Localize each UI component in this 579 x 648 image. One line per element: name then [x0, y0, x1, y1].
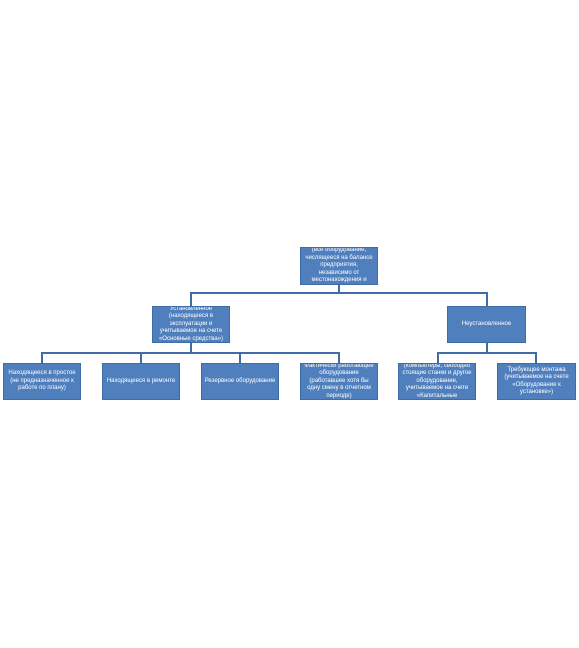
installed-node: Установленное (находящееся в эксплуатаци… [152, 306, 230, 343]
no-mounting-node-text: Не требующее монтажа (компьютеры, свобод… [402, 363, 472, 399]
root-node-text: Наличное оборудование (все оборудование,… [305, 247, 373, 284]
reserve-node: Резервное оборудование [201, 363, 279, 400]
connector-installed-children-bar [41, 352, 340, 354]
installed-node-text: Установленное (находящееся в эксплуатаци… [158, 306, 224, 342]
idle-node: Находящееся в простое (не предназначенно… [3, 363, 81, 400]
working-node-text: Фактически работающее оборудование (рабо… [304, 363, 374, 399]
connector-to-installed [190, 292, 192, 306]
connector-uninstalled-children-bar [437, 352, 537, 354]
connector-to-working [338, 352, 340, 363]
connector-to-mounting [535, 352, 537, 363]
connector-to-reserve [239, 352, 241, 363]
root-node: Наличное оборудование (все оборудование,… [300, 247, 378, 285]
connector-to-idle [41, 352, 43, 363]
connector-uninstalled-down [486, 343, 488, 353]
connector-root-down [338, 285, 340, 293]
connector-to-no-mounting [437, 352, 439, 363]
working-node: Фактически работающее оборудование (рабо… [300, 363, 378, 400]
connector-installed-down [190, 343, 192, 353]
connector-to-repair [140, 352, 142, 363]
mounting-node-text: Требующее монтажа (учитываемое на счете … [504, 366, 569, 395]
reserve-node-text: Резервное оборудование [204, 377, 276, 384]
uninstalled-node: Неустановленное [447, 306, 526, 343]
repair-node-text: Находящееся в ремонте [106, 377, 176, 384]
mounting-node: Требующее монтажа (учитываемое на счете … [497, 363, 576, 400]
no-mounting-node: Не требующее монтажа (компьютеры, свобод… [398, 363, 476, 400]
connector-to-uninstalled [486, 292, 488, 306]
connector-level2-bar [190, 292, 488, 294]
repair-node: Находящееся в ремонте [102, 363, 180, 400]
uninstalled-node-text: Неустановленное [461, 320, 512, 327]
idle-node-text: Находящееся в простое (не предназначенно… [8, 370, 76, 392]
